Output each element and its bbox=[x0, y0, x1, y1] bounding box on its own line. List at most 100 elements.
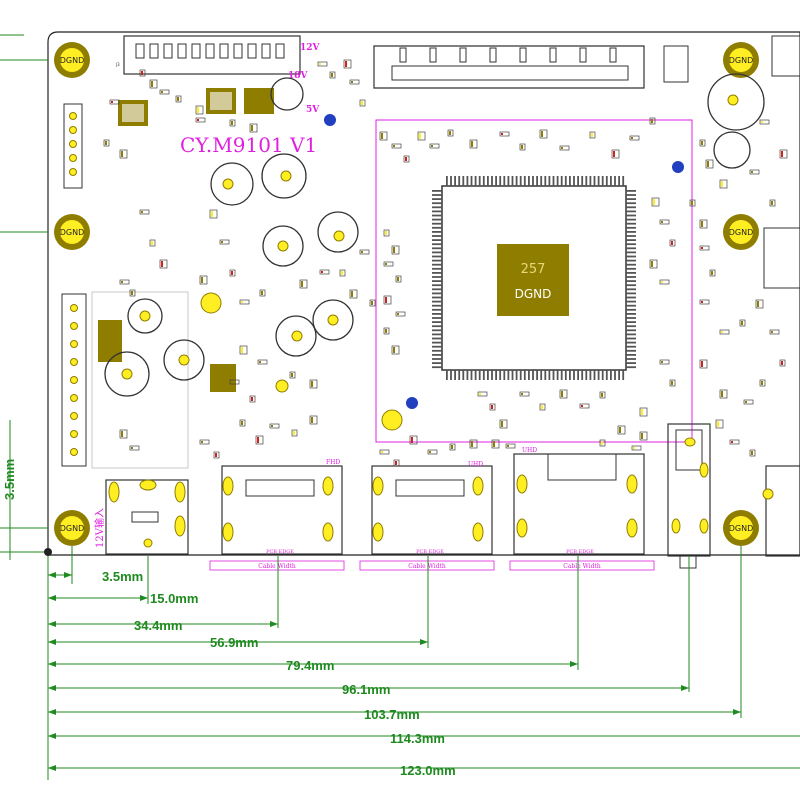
chip-pin bbox=[532, 370, 534, 380]
chip-label-top: 257 bbox=[521, 262, 546, 277]
smd-part-pad bbox=[361, 251, 363, 253]
smd-part bbox=[709, 269, 716, 277]
chip-pin bbox=[626, 313, 636, 315]
connector-jp1-pins bbox=[70, 304, 78, 456]
chip-pin bbox=[577, 176, 579, 186]
chip-pin bbox=[523, 176, 526, 186]
smd-part bbox=[469, 139, 478, 149]
dimension-7: 103.7mm bbox=[364, 707, 420, 722]
chip-pin bbox=[560, 370, 563, 380]
chip-pin bbox=[585, 176, 588, 186]
smd-part-pad bbox=[385, 231, 387, 235]
chip-pin bbox=[618, 176, 620, 186]
chip-pin bbox=[581, 176, 584, 186]
smd-part-pad bbox=[151, 241, 153, 245]
smd-part bbox=[383, 327, 390, 335]
smd-part bbox=[659, 279, 670, 285]
smd-part-pad bbox=[131, 447, 133, 449]
smd-part bbox=[639, 431, 648, 441]
dimension-vertical: 3.5mm bbox=[2, 459, 17, 500]
smd-part bbox=[149, 79, 158, 89]
chip-pin bbox=[626, 198, 636, 200]
svg-text:DGND: DGND bbox=[60, 524, 85, 533]
chip-pin bbox=[458, 176, 461, 186]
smd-part-pad bbox=[745, 401, 747, 403]
smd-part bbox=[559, 145, 570, 151]
chip-pin bbox=[528, 370, 530, 380]
smd-part-pad bbox=[105, 141, 107, 145]
chip-pin bbox=[482, 370, 485, 380]
chip-pin bbox=[536, 176, 538, 186]
chip-pin bbox=[432, 267, 442, 270]
chip-pin bbox=[569, 370, 571, 380]
dimension-arrow-left bbox=[48, 709, 56, 715]
smd-part bbox=[209, 209, 218, 219]
smd-part-pad bbox=[257, 437, 259, 443]
smd-part-pad bbox=[701, 141, 703, 145]
chip-pin bbox=[626, 210, 636, 213]
connector-jp2-pins bbox=[69, 112, 77, 176]
smd-part-pad bbox=[451, 445, 453, 449]
smd-part bbox=[699, 219, 708, 229]
power-input-label: 12V输入 bbox=[93, 508, 106, 548]
chip-pin bbox=[622, 370, 625, 380]
smd-part bbox=[739, 319, 746, 327]
smd-part bbox=[699, 139, 706, 147]
smd-part bbox=[195, 105, 204, 115]
smd-part bbox=[769, 199, 776, 207]
mount-pad-bl: DGND bbox=[54, 510, 90, 546]
smd-part bbox=[343, 59, 352, 69]
smd-part bbox=[309, 379, 318, 389]
chip-pin bbox=[626, 366, 636, 369]
smd-part bbox=[369, 299, 376, 307]
smd-part bbox=[259, 289, 266, 297]
smd-part-pad bbox=[721, 331, 723, 333]
smd-part-pad bbox=[429, 451, 431, 453]
smd-part bbox=[719, 179, 728, 189]
chip-pin bbox=[626, 358, 636, 360]
chip-pin bbox=[432, 284, 442, 287]
chip-pin bbox=[626, 349, 636, 352]
smd-part-pad bbox=[221, 241, 223, 243]
dimension-3: 34.4mm bbox=[134, 618, 182, 633]
chip-label-bottom: DGND bbox=[515, 287, 552, 301]
smd-part bbox=[599, 391, 606, 399]
board-outline bbox=[47, 31, 800, 556]
chip-pin bbox=[552, 370, 555, 380]
smd-part bbox=[139, 69, 146, 77]
chip-pin bbox=[432, 288, 442, 291]
smd-part-pad bbox=[691, 201, 693, 205]
smd-part-pad bbox=[761, 381, 763, 385]
smd-part bbox=[429, 143, 440, 149]
smd-part bbox=[617, 425, 626, 435]
smd-part bbox=[395, 311, 406, 317]
chip-pin bbox=[432, 198, 442, 200]
smd-part-pad bbox=[405, 157, 407, 161]
chip-pin bbox=[626, 243, 636, 246]
smd-part bbox=[255, 435, 264, 445]
chip-pin bbox=[626, 284, 636, 287]
chip-pin bbox=[626, 190, 636, 192]
smd-part bbox=[199, 275, 208, 285]
smd-part bbox=[611, 149, 620, 159]
chip-pin bbox=[446, 176, 448, 186]
chip-pin bbox=[552, 176, 555, 186]
smd-part-pad bbox=[241, 301, 243, 303]
smd-part bbox=[649, 117, 656, 125]
chip-pin bbox=[626, 280, 636, 282]
smd-part-pad bbox=[261, 291, 263, 295]
pcb-edge-label-1: PCB EDGE bbox=[266, 549, 294, 555]
chip-pin bbox=[610, 370, 612, 380]
chip-pin bbox=[581, 370, 584, 380]
smd-part bbox=[449, 443, 456, 451]
chip-pin bbox=[519, 370, 522, 380]
smd-part-pad bbox=[741, 321, 743, 325]
lvds-connector-1 bbox=[221, 465, 343, 555]
chip-pin bbox=[478, 370, 481, 380]
smd-part-pad bbox=[751, 171, 753, 173]
connector-j3-label: J3 bbox=[115, 62, 120, 67]
chip-pin bbox=[528, 176, 530, 186]
lvds-connector-3-label: UHD bbox=[522, 447, 537, 454]
chip-pin bbox=[626, 292, 636, 295]
connector-j4 bbox=[663, 45, 689, 83]
